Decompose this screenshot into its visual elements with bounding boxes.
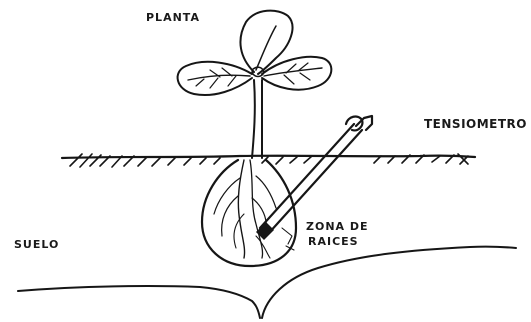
root-zone-label: ZONA DE RAICES [306,221,369,247]
root-zone-bulb [202,160,296,266]
plant-label: PLANTA [146,12,200,23]
ground-surface [62,154,475,167]
soil-label: SUELO [14,239,59,250]
root-zone-label-line-1: ZONA DE [306,221,369,232]
tensiometer-label: TENSIOMETRO [424,118,527,130]
root-zone-label-line-2: RAICES [308,236,369,247]
plant-stem [252,80,262,158]
soil-boundary [18,247,516,318]
